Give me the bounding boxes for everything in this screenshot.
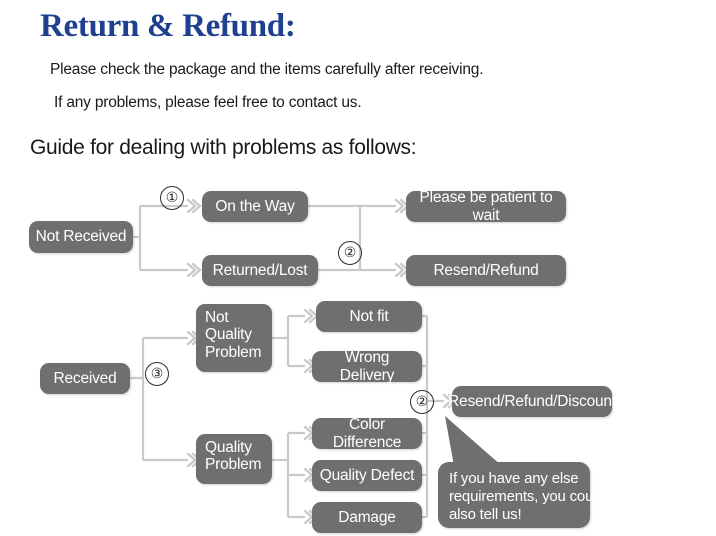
node-not-received[interactable]: Not Received [29, 221, 133, 253]
guide-heading: Guide for dealing with problems as follo… [30, 136, 417, 159]
callout-line-2: requirements, you could [449, 488, 605, 505]
lead-text-line-1: Please check the package and the items c… [50, 61, 484, 78]
callout-tail [445, 416, 502, 466]
callout-bubble: If you have any else requirements, you c… [438, 462, 605, 528]
node-resend-refund-discount[interactable]: Resend/Refund/Discount [448, 386, 616, 417]
node-not-fit[interactable]: Not fit [316, 301, 422, 332]
node-not-quality-problem-line-1: Not [205, 309, 229, 326]
page-title: Return & Refund: [40, 8, 296, 44]
node-quality-problem-line-2: Problem [205, 456, 262, 474]
node-please-be-patient[interactable]: Please be patient to wait [406, 189, 566, 224]
node-not-quality-problem[interactable]: Not Quality Problem [196, 304, 272, 372]
node-quality-defect[interactable]: Quality Defect [312, 460, 422, 491]
callout-line-3: also tell us! [449, 506, 522, 523]
step-marker-3: ③ [145, 362, 169, 386]
node-not-quality-problem-line-2: Quality [205, 326, 252, 344]
node-resend-refund[interactable]: Resend/Refund [406, 255, 566, 286]
step-marker-2-bottom: ② [410, 390, 434, 414]
callout-line-1: If you have any else [449, 470, 579, 487]
node-not-quality-problem-line-3: Problem [205, 343, 262, 361]
node-received[interactable]: Received [40, 363, 130, 394]
node-wrong-delivery[interactable]: Wrong Delivery [312, 349, 422, 384]
step-marker-2-top: ② [338, 241, 362, 265]
node-damage[interactable]: Damage [312, 502, 422, 533]
node-on-the-way[interactable]: On the Way [202, 191, 308, 222]
lead-text-line-2: If any problems, please feel free to con… [54, 94, 362, 111]
node-color-difference[interactable]: Color Difference [312, 416, 422, 451]
node-quality-problem[interactable]: Quality Problem [196, 434, 272, 484]
node-quality-problem-line-1: Quality [205, 439, 252, 456]
node-returned-lost[interactable]: Returned/Lost [202, 255, 318, 286]
step-marker-1: ① [160, 186, 184, 210]
